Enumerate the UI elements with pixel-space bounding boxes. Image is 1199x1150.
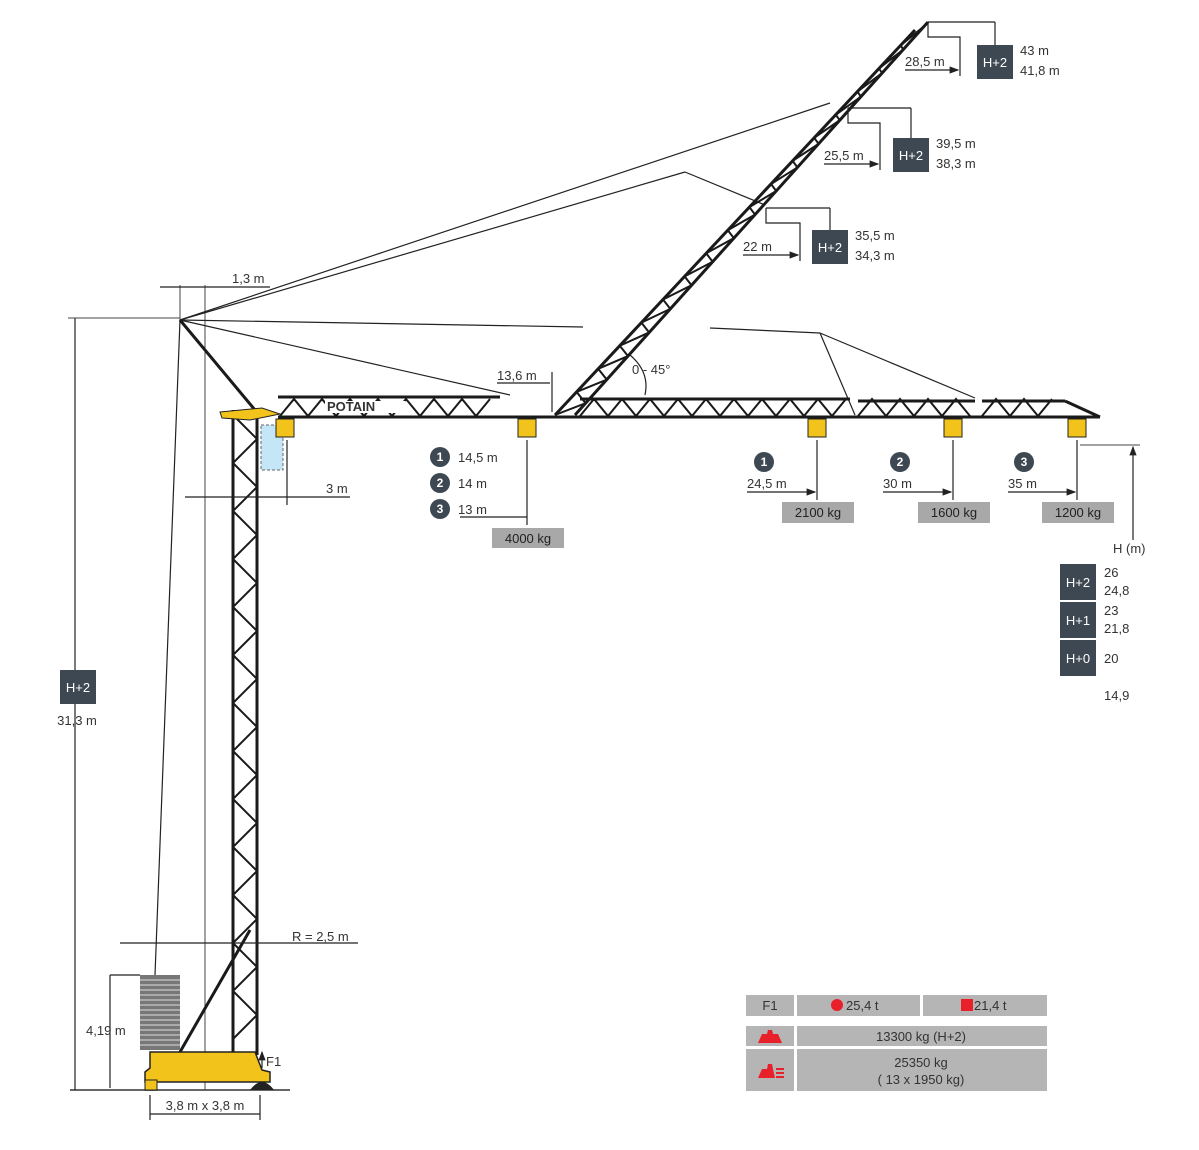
f1-circle-value: 25,4 t [846,998,879,1013]
radius-number-badge [430,473,450,493]
trolley [943,418,963,438]
height-config-badge: H+1 [1066,613,1090,628]
ballast-icon [758,1064,784,1078]
radius-number: 1 [761,455,768,469]
luffing-height-min: 34,3 m [855,248,895,263]
height-base-value: 14,9 [1104,688,1129,703]
radius-number: 3 [1021,455,1028,469]
circle-base-icon [831,999,843,1011]
luffing-height-min: 41,8 m [1020,63,1060,78]
near-radius-value: 14 m [458,476,487,491]
near-load-group: 4000 kg 1 14,5 m 2 14 m 3 13 m [430,440,564,548]
tip-radius-value: 35 m [1008,476,1037,491]
height-value: 26 [1104,565,1118,580]
luffing-position: 22 m H+2 35,5 m 34,3 m [743,207,895,264]
jib-pivot-label: 13,6 m [497,368,537,383]
spec-table: F1 25,4 t 21,4 t 13300 kg (H+2) 25350 kg… [746,995,1047,1091]
radius-number: 2 [437,476,444,490]
luffing-config-badge: H+2 [899,148,923,163]
luffing-angle-label: 0 - 45° [632,362,670,377]
f1-square-value: 21,4 t [974,998,1007,1013]
tower-height-dimension: H+2 31,3 m [57,317,180,1090]
luffing-config-badge: H+2 [983,55,1007,70]
luffing-radius-label: 28,5 m [905,54,945,69]
radius-label: R = 2,5 m [292,929,349,944]
ballast-height-label: 4,19 m [86,1023,126,1038]
ballast-total-value: 25350 kg [894,1055,948,1070]
height-value: 23 [1104,603,1118,618]
luffing-height-min: 38,3 m [936,156,976,171]
tip-load: 1 24,5 m 2100 kg [747,440,854,523]
crane-weight-value: 13300 kg (H+2) [876,1029,966,1044]
luffing-height-max: 35,5 m [855,228,895,243]
height-value: 20 [1104,651,1118,666]
tip-load: 2 30 m 1600 kg [883,440,990,523]
ballast-stack [140,975,180,1050]
height-config-badge: H+0 [1066,651,1090,666]
tower-mast [178,410,259,1055]
luffing-radius-label: 22 m [743,239,772,254]
ballast-detail-value: ( 13 x 1950 kg) [878,1072,965,1087]
tower-height-value: 31,3 m [57,713,97,728]
radius-number: 1 [437,450,444,464]
luffing-radius-label: 25,5 m [824,148,864,163]
cab-offset-label: 3 m [326,481,348,496]
pendant-ropes [154,102,976,976]
tower-height-config: H+2 [66,680,90,695]
force-f1-label: F1 [266,1054,281,1069]
crane-base: F1 [144,1050,281,1091]
tip-load: 3 35 m 1200 kg [1008,440,1114,523]
tip-load-value: 1200 kg [1055,505,1101,520]
luffing-config-badge: H+2 [818,240,842,255]
radius-number: 3 [437,502,444,516]
luffing-jib [553,20,930,417]
horizontal-jib: POTAIN [278,395,1101,419]
height-table-header: H (m) [1113,541,1146,556]
tip-radius-value: 24,5 m [747,476,787,491]
luffing-height-max: 43 m [1020,43,1049,58]
square-base-icon [961,999,973,1011]
near-radius-value: 14,5 m [458,450,498,465]
brand-logo: POTAIN [327,399,375,414]
near-radius-value: 13 m [458,502,487,517]
luffing-position: 28,5 m H+2 43 m 41,8 m [905,21,1060,79]
trolley [275,418,295,438]
height-value: 21,8 [1104,621,1129,636]
trolley [807,418,827,438]
radius-number-badge [430,499,450,519]
trolley [1067,418,1087,438]
luffing-height-max: 39,5 m [936,136,976,151]
tip-load-value: 1600 kg [931,505,977,520]
trolley [517,418,537,438]
height-config-badge: H+2 [1066,575,1090,590]
tip-load-value: 2100 kg [795,505,841,520]
base-size-label: 3,8 m x 3,8 m [166,1098,245,1113]
radius-number: 2 [897,455,904,469]
mast-offset-label: 1,3 m [232,271,265,286]
f1-label: F1 [762,998,777,1013]
crane-weight-icon [758,1030,782,1043]
near-load-value: 4000 kg [505,531,551,546]
height-value: 24,8 [1104,583,1129,598]
luffing-position: 25,5 m H+2 39,5 m 38,3 m [824,107,976,172]
height-table: H (m) H+2 26 24,8H+1 23 21,8H+0 20 14,9 [1060,444,1146,703]
tip-radius-value: 30 m [883,476,912,491]
radius-number-badge [430,447,450,467]
